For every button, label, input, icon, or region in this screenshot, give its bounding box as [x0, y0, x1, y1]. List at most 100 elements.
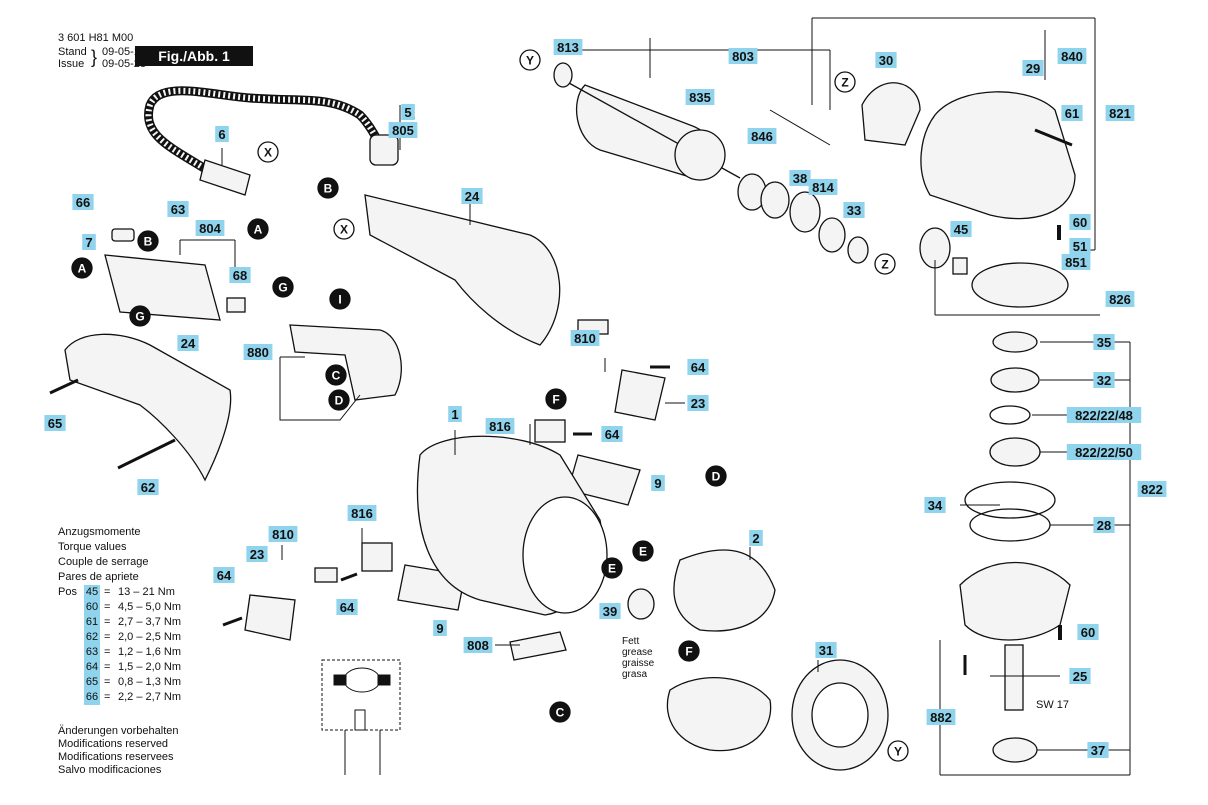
- bearing-822-22-50: [989, 437, 1041, 467]
- label-803: 803: [728, 48, 758, 64]
- callout-letter: A: [78, 262, 87, 276]
- label-7-text: 7: [85, 235, 92, 250]
- bearing-33: [818, 217, 846, 253]
- label-65: 65: [44, 415, 66, 431]
- fan-ring: [674, 129, 726, 181]
- label-2-text: 2: [752, 531, 759, 546]
- callout-c: C: [549, 701, 571, 723]
- label-45: 45: [950, 221, 972, 237]
- callout-letter: C: [556, 706, 565, 720]
- label-23-left-text: 23: [250, 547, 264, 562]
- callout-a: A: [71, 257, 93, 279]
- label-64-d: 64: [336, 599, 358, 615]
- callout-c: C: [325, 364, 347, 386]
- label-880-text: 880: [247, 345, 269, 360]
- torque-eq: =: [104, 586, 111, 598]
- label-63-text: 63: [171, 202, 185, 217]
- label-813: 813: [553, 39, 583, 55]
- label-28: 28: [1093, 517, 1115, 533]
- label-821: 821: [1105, 105, 1135, 121]
- torque-row: 64 = 1,5 – 2,0 Nm: [58, 660, 181, 675]
- label-38-text: 38: [793, 171, 807, 186]
- label-851-text: 851: [1065, 255, 1087, 270]
- label-1: 1: [448, 406, 462, 422]
- label-810-top-text: 810: [574, 331, 596, 346]
- torque-row: 62 = 2,0 – 2,5 Nm: [58, 630, 181, 645]
- label-31: 31: [815, 642, 837, 658]
- bearing-813: [553, 62, 573, 88]
- callout-letter: X: [340, 223, 348, 237]
- callout-letter: Y: [526, 54, 534, 68]
- handle-housing-top: [364, 194, 561, 346]
- callout-y: Y: [887, 740, 909, 762]
- callout-g: G: [272, 276, 294, 298]
- label-821-text: 821: [1109, 106, 1131, 121]
- stand-label: Stand: [58, 46, 87, 58]
- label-35: 35: [1093, 334, 1115, 350]
- ring-28: [969, 508, 1051, 542]
- callout-letter: E: [608, 562, 616, 576]
- torque-eq: =: [104, 676, 111, 688]
- torque-eq: =: [104, 646, 111, 658]
- brush-carbon-small: [314, 567, 338, 583]
- grease-pack: [627, 588, 655, 620]
- grease-note: Fett grease graisse grasa: [622, 636, 654, 680]
- callout-letter: Y: [894, 745, 902, 759]
- torque-value: 1,2 – 1,6 Nm: [118, 646, 181, 658]
- torque-row: 63 = 1,2 – 1,6 Nm: [58, 645, 181, 660]
- label-5: 5: [401, 104, 415, 120]
- label-810-bottom: 810: [268, 526, 298, 542]
- nut-45: [952, 257, 968, 275]
- cord-strain-relief: [199, 159, 251, 196]
- cover-plate-23-right: [614, 369, 666, 421]
- label-6-text: 6: [218, 127, 225, 142]
- label-30-text: 30: [879, 53, 893, 68]
- label-64-c: 64: [213, 567, 235, 583]
- torque-value: 2,2 – 2,7 Nm: [118, 691, 181, 703]
- torque-value: 2,0 – 2,5 Nm: [118, 631, 181, 643]
- label-808: 808: [463, 637, 493, 653]
- label-62: 62: [137, 479, 159, 495]
- grease-de: Fett: [622, 636, 640, 647]
- brace: }: [91, 47, 98, 67]
- callout-letter: Z: [881, 258, 888, 272]
- spacer: [847, 236, 869, 264]
- label-7: 7: [82, 234, 96, 250]
- label-822-text: 822: [1141, 482, 1163, 497]
- bevel-gear-30: [861, 82, 921, 146]
- callout-letter: G: [135, 310, 144, 324]
- label-814-text: 814: [812, 180, 834, 195]
- callout-i: I: [329, 288, 351, 310]
- torque-title-de: Anzugsmomente: [58, 526, 141, 538]
- callout-letter: G: [278, 281, 287, 295]
- callout-g: G: [129, 305, 151, 327]
- switch-lever: [111, 228, 135, 242]
- label-39-text: 39: [603, 604, 617, 619]
- torque-row: 66 = 2,2 – 2,7 Nm: [58, 690, 181, 705]
- label-840: 840: [1057, 48, 1087, 64]
- issue-label: Issue: [58, 58, 85, 70]
- torque-pos: 66: [84, 690, 100, 705]
- label-9-bottom-text: 9: [436, 621, 443, 636]
- label-846-text: 846: [751, 129, 773, 144]
- bearing-35: [992, 331, 1038, 353]
- label-5-text: 5: [404, 105, 411, 120]
- label-803-text: 803: [732, 49, 754, 64]
- torque-eq: =: [104, 631, 111, 643]
- note-fr: Modifications reservees: [58, 751, 174, 763]
- torque-pos: 65: [84, 675, 100, 690]
- field-coil-top: [673, 549, 776, 632]
- switch-contact: [226, 297, 246, 313]
- sw-label: SW 17: [1036, 699, 1070, 711]
- doc-number: 3 601 H81 M00: [58, 32, 134, 44]
- foil-808: [509, 631, 567, 661]
- label-822-22-48-text: 822/22/48: [1075, 408, 1133, 423]
- label-64-b-text: 64: [605, 427, 620, 442]
- label-39: 39: [599, 603, 621, 619]
- grease-fr: graisse: [622, 658, 655, 669]
- modification-notes: Änderungen vorbehalten Modifications res…: [58, 725, 178, 777]
- label-62-text: 62: [141, 480, 155, 495]
- label-835-text: 835: [689, 90, 711, 105]
- label-813-text: 813: [557, 40, 579, 55]
